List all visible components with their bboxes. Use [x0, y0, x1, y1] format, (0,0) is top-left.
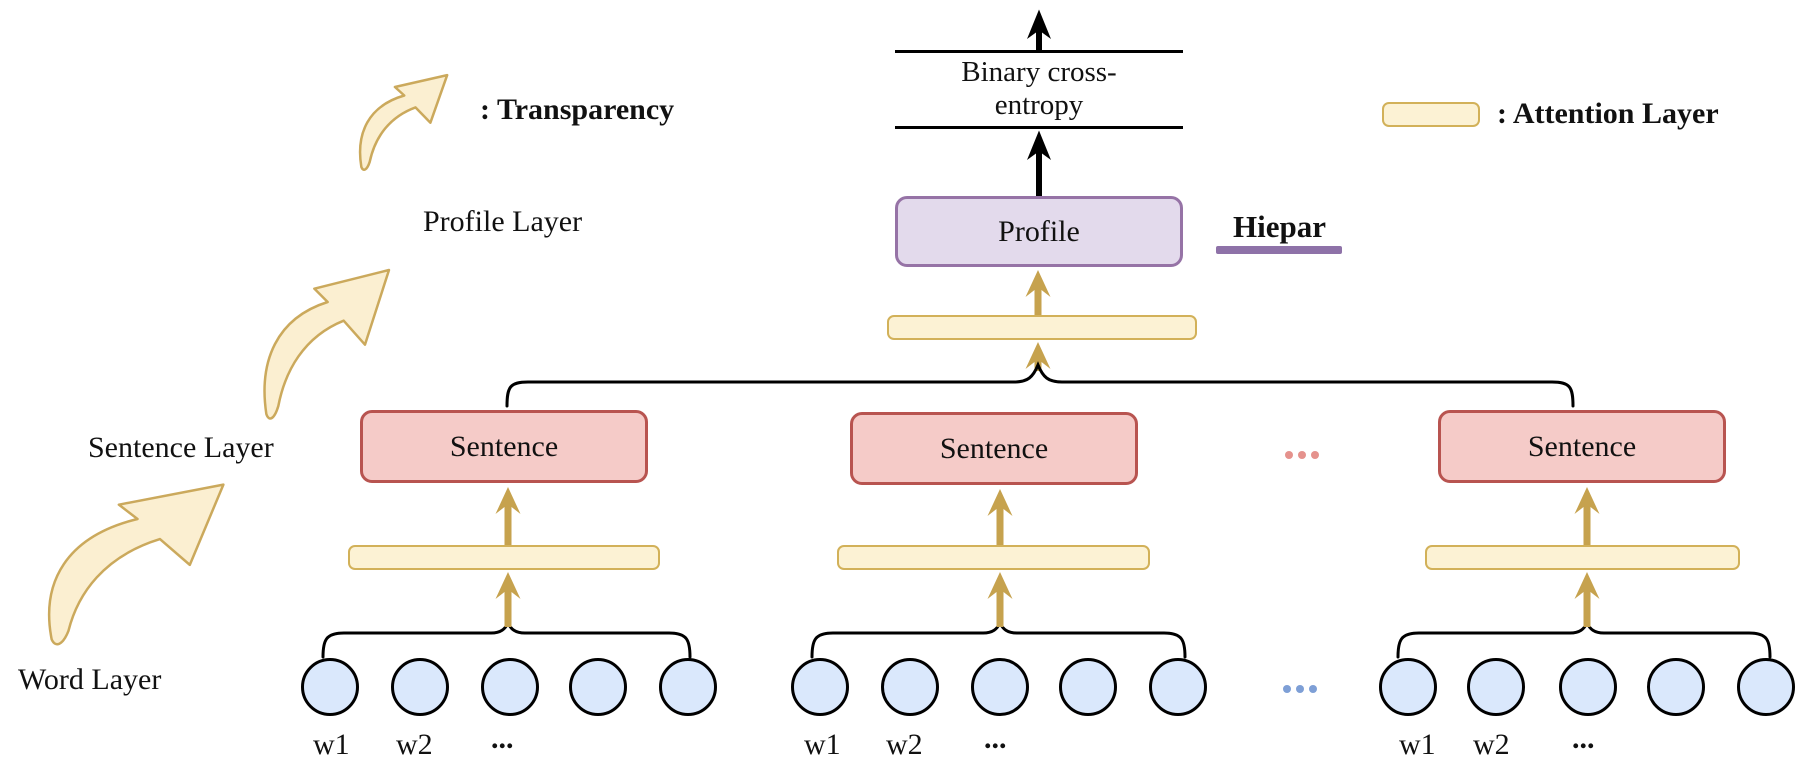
attention-legend-label: : Attention Layer [1497, 97, 1719, 130]
word-attention-bar-1 [348, 545, 660, 570]
attention-to-profile-arrow-icon [1025, 270, 1051, 317]
brace-to-attention-arrow-2-icon [987, 572, 1013, 627]
word-label-w1: w1 [804, 728, 841, 761]
word-node [791, 658, 849, 716]
transparency-swoosh-arrow-icon [352, 70, 464, 172]
word-to-sentence-swoosh-arrow-icon [33, 476, 257, 648]
model-name: Hiepar [1233, 209, 1326, 244]
loss-top-line [895, 50, 1183, 53]
word-label-more: ... [1572, 722, 1595, 755]
sentence-brace [505, 361, 1575, 408]
attention-to-sentence-arrow-3-icon [1574, 487, 1600, 546]
word-node [1059, 658, 1117, 716]
word-label-w1: w1 [1399, 728, 1436, 761]
word-label-w2: w2 [1473, 728, 1510, 761]
sentence-ellipsis-dots [1285, 451, 1319, 459]
word-node [1379, 658, 1437, 716]
word-node [659, 658, 717, 716]
word-node [569, 658, 627, 716]
word-attention-bar-2 [837, 545, 1150, 570]
profile-attention-bar [887, 315, 1197, 340]
word-label-w2: w2 [886, 728, 923, 761]
sentence-node-2-label: Sentence [939, 431, 1049, 465]
sentence-node-1-label: Sentence [449, 429, 559, 463]
transparency-legend-label: : Transparency [480, 93, 675, 126]
word-ellipsis-dots [1283, 685, 1317, 693]
word-label-more: ... [491, 722, 514, 755]
word-layer-label: Word Layer [18, 663, 162, 696]
loss-bottom-line [895, 126, 1183, 129]
word-node [301, 658, 359, 716]
profile-to-loss-arrow-icon [1027, 130, 1051, 197]
profile-node-label: Profile [998, 214, 1080, 248]
profile-layer-label: Profile Layer [423, 205, 583, 238]
brace-to-attention-arrow-icon [1025, 342, 1051, 371]
output-up-arrow-icon [1027, 9, 1051, 53]
word-brace-1 [321, 619, 692, 659]
word-node [1467, 658, 1525, 716]
brace-to-attention-arrow-3-icon [1574, 572, 1600, 627]
word-node [1559, 658, 1617, 716]
sentence-node-3: Sentence [1438, 410, 1726, 483]
loss-label-line2: entropy [994, 89, 1084, 121]
word-node [1737, 658, 1795, 716]
sentence-to-profile-swoosh-arrow-icon [253, 262, 413, 422]
sentence-node-2: Sentence [850, 412, 1138, 485]
word-brace-2 [810, 619, 1187, 659]
loss-label: Binary cross- entropy [895, 56, 1183, 122]
attention-legend-swatch [1382, 102, 1480, 127]
word-node [971, 658, 1029, 716]
word-node [481, 658, 539, 716]
brace-to-attention-arrow-1-icon [495, 572, 521, 627]
word-node [1149, 658, 1207, 716]
sentence-layer-label: Sentence Layer [88, 431, 274, 464]
profile-node: Profile [895, 196, 1183, 267]
attention-to-sentence-arrow-2-icon [987, 489, 1013, 546]
word-brace-3 [1396, 619, 1772, 659]
word-label-w2: w2 [396, 728, 433, 761]
word-label-more: ... [984, 722, 1007, 755]
sentence-node-3-label: Sentence [1527, 429, 1637, 463]
word-node [881, 658, 939, 716]
word-attention-bar-3 [1425, 545, 1740, 570]
word-node [1647, 658, 1705, 716]
model-name-underline [1216, 246, 1342, 254]
word-node [391, 658, 449, 716]
sentence-node-1: Sentence [360, 410, 648, 483]
loss-label-line1: Binary cross- [961, 56, 1117, 88]
word-label-w1: w1 [313, 728, 350, 761]
attention-to-sentence-arrow-1-icon [495, 487, 521, 546]
